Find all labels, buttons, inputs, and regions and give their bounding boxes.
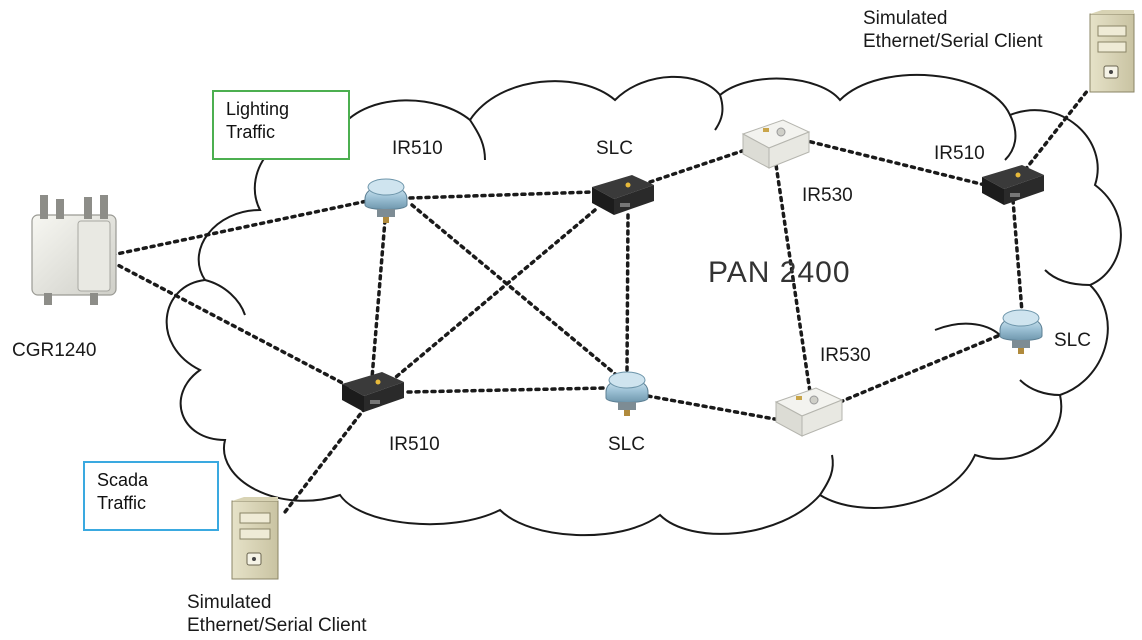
client-top-line1: Simulated [863,8,948,29]
link-cgr-ir510top [110,198,374,257]
link-ir530top-ir510right [793,136,987,187]
pan-label: PAN 2400 [708,256,851,289]
link-slctop-slcbottom [625,213,630,374]
pan-cloud [165,74,1122,537]
client-bottom-line1: Simulated [187,592,272,613]
client-top-cabinet-icon [1089,10,1135,93]
client-top-line2: Ethernet/Serial Client [863,30,1043,52]
scada-callout-line1: Scada [97,470,149,490]
mesh-links [110,88,1090,514]
link-ir530bottom-slcright [838,333,1002,404]
ir510-top-icon [364,178,408,223]
scada-callout-line2: Traffic [97,492,147,513]
link-slcbottom-ir530bottom [646,394,782,422]
link-slctop-ir530top [648,143,762,184]
slc-top-icon [592,175,654,215]
link-ir510top-slcbottom [410,203,622,380]
ir510-right-icon [982,165,1044,205]
link-ir510bottom-slcbottom [406,386,608,394]
cloud-fold [469,119,486,161]
cloud-fold [714,94,724,131]
cgr1240-label: CGR1240 [12,340,97,361]
client-bottom-line2: Ethernet/Serial Client [187,614,367,636]
client-top-label: Simulated Ethernet/Serial Client [863,8,1043,54]
link-ir530top-ir530bottom [773,156,812,394]
cgr1240-icon [31,195,117,305]
link-ir510right-client-top [1023,88,1090,172]
slc-right-icon [999,309,1043,354]
ir530-bottom-label: IR530 [820,345,871,366]
cloud-fold [934,322,1001,336]
cloud-fold [1044,269,1091,286]
slc-bottom-icon [605,371,649,416]
slc-bottom-label: SLC [608,434,645,455]
ir530-bottom-icon [774,387,844,437]
client-bottom-cabinet-icon [231,497,279,580]
client-bottom-label: Simulated Ethernet/Serial Client [187,592,367,638]
ir510-top-label: IR510 [392,138,443,159]
link-slctop-ir510bottom [388,208,597,384]
cloud-fold [819,454,834,496]
slc-top-label: SLC [596,138,633,159]
ir530-top-label: IR530 [802,185,853,206]
slc-right-label: SLC [1054,330,1091,351]
ir510-bottom-label: IR510 [389,434,440,455]
link-ir510bottom-client-bottom [283,406,367,514]
ir510-right-label: IR510 [934,143,985,164]
lighting-callout-line1: Lighting [226,99,290,119]
lighting-traffic-callout: Lighting Traffic [212,90,350,160]
ir530-top-icon [741,119,811,169]
cloud-fold [1004,114,1017,161]
cloud-fold [204,279,246,316]
link-ir510right-slcright [1011,198,1024,314]
link-cgr-ir510bottom [110,260,354,390]
cloud-fold [1019,379,1061,396]
lighting-callout-line2: Traffic [226,121,276,142]
scada-traffic-callout: Scada Traffic [83,461,219,531]
link-ir510top-ir510bottom [370,218,387,380]
link-ir510top-slctop [408,190,594,200]
ir510-bottom-icon [342,372,404,412]
